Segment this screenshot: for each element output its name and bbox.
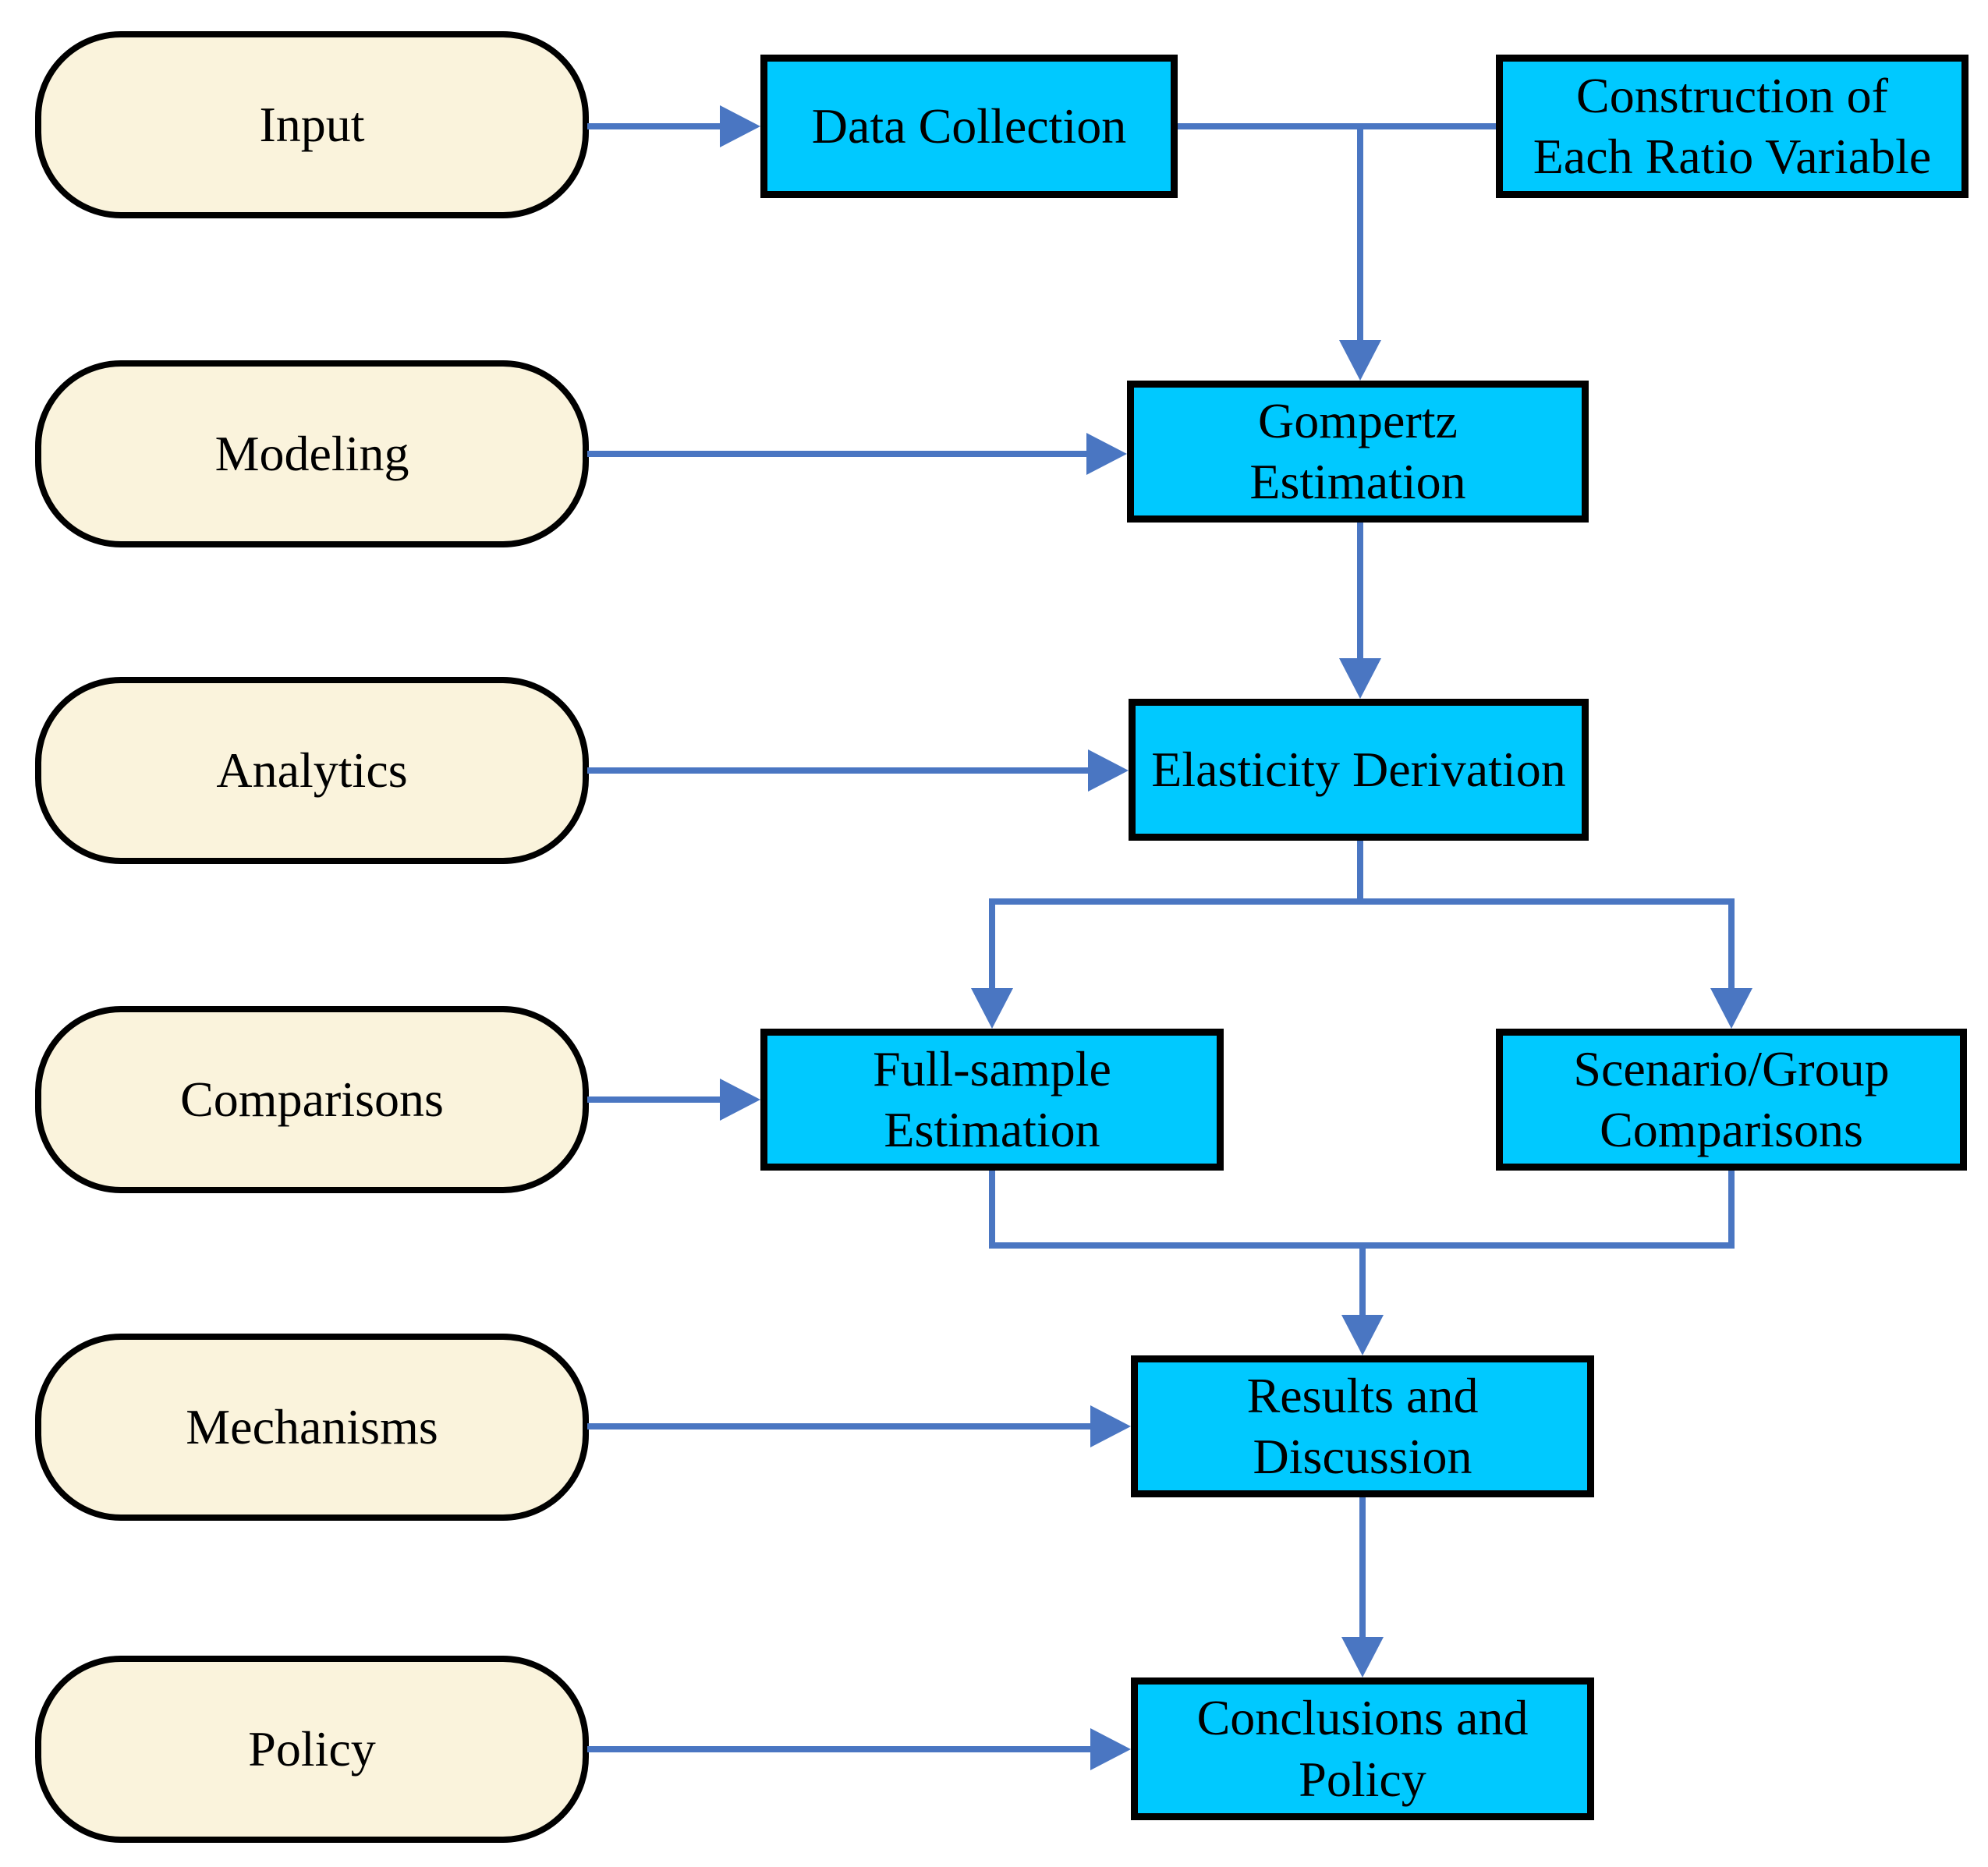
process-elasticity: Elasticity Derivation (1129, 699, 1589, 841)
process-gompertz-label: Gompertz Estimation (1249, 392, 1466, 509)
process-results: Results and Discussion (1131, 1355, 1594, 1497)
stage-analytics-label: Analytics (216, 742, 408, 798)
process-scenario-group-label: Scenario/Group Comparisons (1573, 1040, 1890, 1157)
connector-input-to-data-collection-line (587, 123, 720, 129)
stage-modeling: Modeling (35, 360, 589, 547)
stage-policy: Policy (35, 1656, 589, 1843)
arrowhead-modeling-to-gompertz (1086, 433, 1127, 475)
stage-analytics: Analytics (35, 677, 589, 864)
stage-policy-label: Policy (248, 1720, 376, 1777)
connector-elasticity-branch-stub-line (1357, 841, 1363, 905)
connector-data-collection-to-gompertz-line (1357, 123, 1363, 340)
process-full-sample: Full-sample Estimation (760, 1029, 1224, 1171)
arrowhead-mechanisms-to-results (1090, 1405, 1131, 1447)
stage-input: Input (35, 31, 589, 218)
stage-mechanisms: Mechanisms (35, 1334, 589, 1521)
process-full-sample-label: Full-sample Estimation (873, 1040, 1111, 1157)
connector-analytics-to-elasticity-line (587, 767, 1088, 774)
connector-mechanisms-to-results-line (587, 1423, 1090, 1429)
stage-comparisons: Comparisons (35, 1006, 589, 1193)
connector-data-collection-to-ratio-variable-line (1178, 123, 1496, 129)
connector-results-to-conclusions-line (1359, 1497, 1366, 1637)
process-elasticity-label: Elasticity Derivation (1151, 741, 1566, 797)
stage-comparisons-label: Comparisons (180, 1071, 444, 1127)
stage-input-label: Input (259, 96, 365, 152)
process-results-label: Results and Discussion (1246, 1367, 1479, 1484)
process-scenario-group: Scenario/Group Comparisons (1496, 1029, 1967, 1171)
connector-branch-horizontal-line (989, 898, 1735, 905)
arrowhead-gompertz-to-elasticity (1339, 658, 1381, 699)
stage-modeling-label: Modeling (214, 425, 409, 481)
arrowhead-branch-to-full-sample (971, 988, 1013, 1029)
connector-modeling-to-gompertz-line (587, 451, 1086, 457)
process-data-collection: Data Collection (760, 55, 1178, 198)
connector-gompertz-to-elasticity-line (1357, 523, 1363, 658)
connector-policy-to-conclusions-line (587, 1746, 1090, 1752)
connector-branch-to-scenario-group-line (1728, 898, 1735, 988)
connector-branch-to-full-sample-line (989, 898, 995, 988)
connector-comparisons-to-full-sample-line (587, 1096, 720, 1103)
arrowhead-policy-to-conclusions (1090, 1728, 1131, 1770)
process-conclusions-label: Conclusions and Policy (1196, 1690, 1529, 1807)
process-ratio-variable: Construction of Each Ratio Variable (1496, 55, 1969, 198)
connector-merge-to-results-line (1359, 1242, 1366, 1315)
arrowhead-comparisons-to-full-sample (720, 1079, 760, 1121)
stage-mechanisms-label: Mechanisms (186, 1398, 438, 1454)
process-gompertz: Gompertz Estimation (1127, 381, 1589, 523)
arrowhead-branch-to-scenario-group (1710, 988, 1752, 1029)
process-ratio-variable-label: Construction of Each Ratio Variable (1533, 67, 1932, 184)
process-data-collection-label: Data Collection (811, 97, 1127, 154)
connector-scenario-group-merge-line (1728, 1171, 1735, 1249)
arrowhead-input-to-data-collection (720, 105, 760, 147)
arrowhead-to-gompertz (1339, 340, 1381, 381)
arrowhead-merge-to-results (1341, 1315, 1384, 1355)
process-conclusions: Conclusions and Policy (1131, 1677, 1594, 1820)
connector-full-sample-merge-line (989, 1171, 995, 1249)
arrowhead-results-to-conclusions (1341, 1637, 1384, 1677)
arrowhead-analytics-to-elasticity (1088, 749, 1129, 792)
